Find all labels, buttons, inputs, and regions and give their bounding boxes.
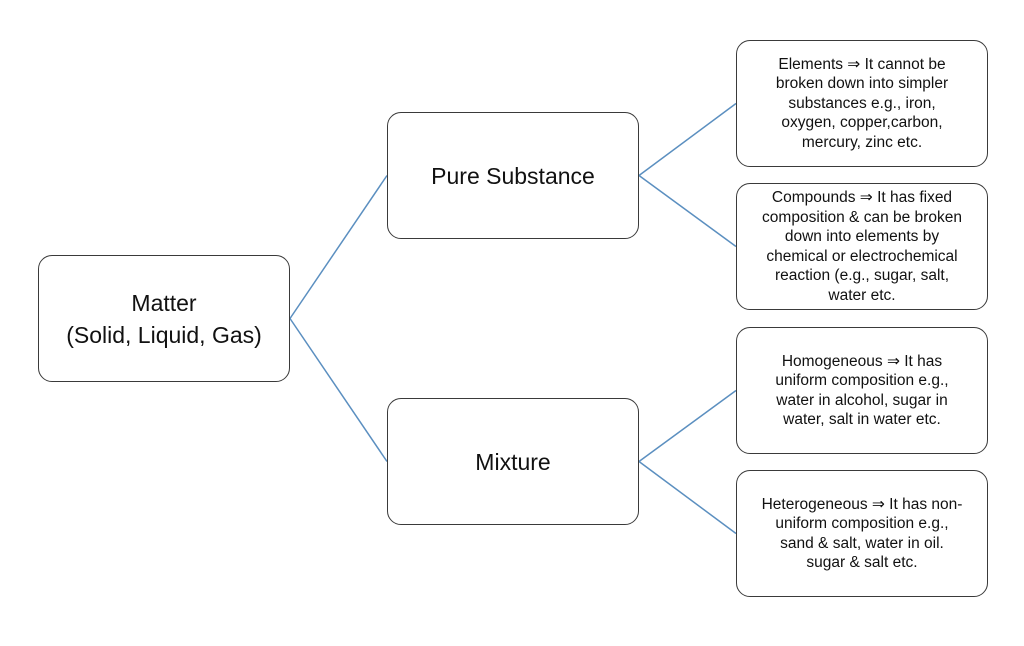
connector-mixture-to-homogeneous [638,389,737,463]
matter-subtitle: (Solid, Liquid, Gas) [66,321,262,348]
connector-matter-to-pure-substance [289,175,388,319]
node-elements: Elements ⇒ It cannot be broken down into… [736,40,988,167]
compounds-description: Compounds ⇒ It has fixed composition & c… [762,189,962,304]
connector-pure-substance-to-compounds [638,174,737,248]
mixture-label: Mixture [475,448,551,475]
node-matter: Matter (Solid, Liquid, Gas) [38,255,290,382]
node-compounds: Compounds ⇒ It has fixed composition & c… [736,183,988,310]
pure-substance-label: Pure Substance [431,162,595,189]
heterogeneous-description: Heterogeneous ⇒ It has non- uniform comp… [761,495,963,572]
node-pure-substance: Pure Substance [387,112,639,239]
node-homogeneous: Homogeneous ⇒ It has uniform composition… [736,327,988,454]
node-heterogeneous: Heterogeneous ⇒ It has non- uniform comp… [736,470,988,597]
homogeneous-description: Homogeneous ⇒ It has uniform composition… [775,352,949,429]
connector-matter-to-mixture [289,318,388,462]
matter-title: Matter [131,289,197,316]
node-mixture: Mixture [387,398,639,525]
connector-mixture-to-heterogeneous [638,460,737,535]
elements-description: Elements ⇒ It cannot be broken down into… [775,55,949,151]
connector-pure-substance-to-elements [638,102,737,177]
